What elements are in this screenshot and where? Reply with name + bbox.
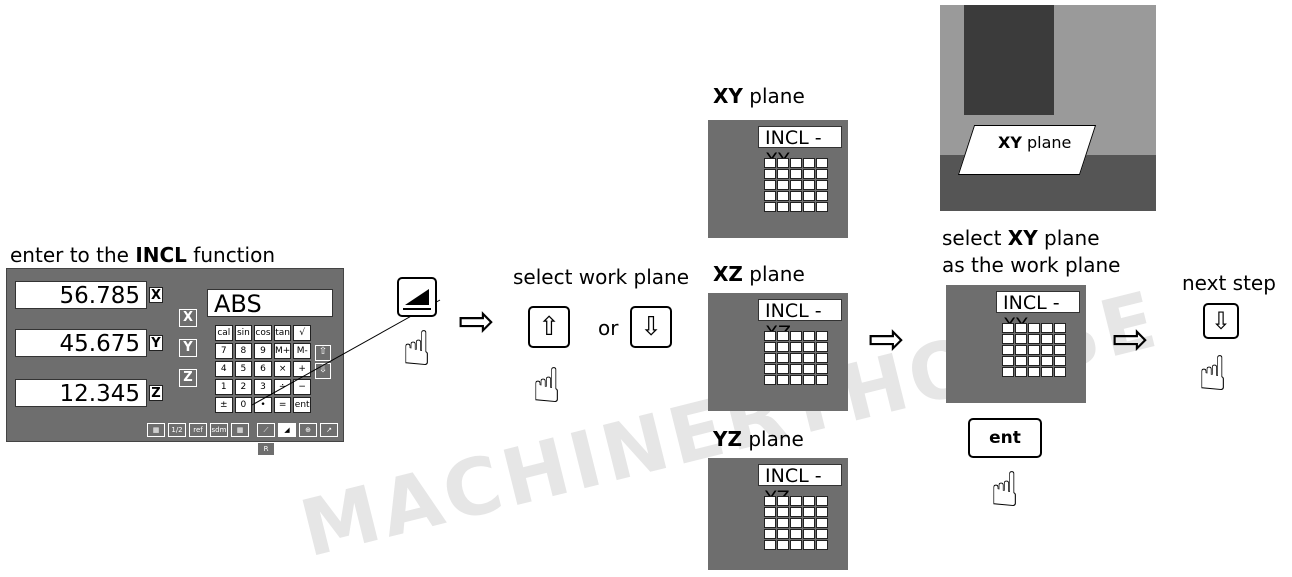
key[interactable]: cal (215, 325, 233, 341)
hand-pointer-icon: ☝ (990, 462, 1020, 518)
plane-xy-panel: INCL -XY (708, 120, 848, 238)
grid-icon[interactable]: ▦ (147, 423, 165, 437)
sdm-button[interactable]: sdm (210, 423, 228, 437)
step3-label-line1: select XY plane (942, 226, 1100, 250)
plane-yz-panel: INCL -YZ (708, 458, 848, 570)
dro-panel: 56.785 45.675 12.345 X Y Z X Y Z ABS cal… (6, 268, 344, 456)
grid-icon[interactable]: ▦ (231, 423, 249, 437)
step2-label: select work plane (513, 265, 690, 289)
up-arrow-key[interactable]: ⇧ (528, 306, 570, 348)
z-readout: 12.345 (15, 379, 147, 407)
y-axis-label: Y (149, 335, 163, 351)
arrow-up-icon: ⇧ (538, 312, 560, 342)
key[interactable]: M- (293, 343, 311, 359)
half-button[interactable]: 1/2 (168, 423, 186, 437)
incl-key[interactable] (397, 277, 437, 317)
hand-pointer-icon: ☝ (532, 358, 562, 414)
r-button[interactable]: R (257, 442, 275, 456)
spindle-head (964, 5, 1054, 115)
mini-keypad (1002, 323, 1066, 377)
key[interactable]: 8 (234, 343, 253, 359)
down-arrow-key[interactable]: ⇩ (1203, 303, 1239, 339)
ref-button[interactable]: ref (189, 423, 207, 437)
incl-icon (403, 289, 431, 310)
key[interactable]: √ (293, 325, 311, 341)
right-arrow-icon: ⇨ (868, 314, 905, 365)
x-axis-label: X (149, 287, 163, 303)
photo-label: XY plane (998, 133, 1072, 152)
mode-display: ABS (207, 289, 333, 318)
plane-xy-label: XY plane (713, 84, 805, 108)
key[interactable]: tan (273, 325, 292, 341)
function-row-2: ⟋◢⊕↗ R (257, 423, 343, 461)
pointer-line (251, 299, 441, 406)
key[interactable]: sin (234, 325, 253, 341)
key[interactable]: 6 (254, 361, 272, 377)
key[interactable]: 5 (234, 361, 253, 377)
line-icon[interactable]: ⟋ (257, 423, 275, 437)
y-readout: 45.675 (15, 329, 147, 357)
key[interactable]: 7 (215, 343, 233, 359)
key[interactable]: 3 (254, 379, 272, 395)
arrow-up-icon[interactable]: ⇧ (315, 345, 331, 361)
ent-key[interactable]: ent (968, 418, 1042, 458)
z-axis-label: Z (149, 385, 163, 401)
arrow-icon[interactable]: ↗ (320, 423, 338, 437)
machine-photo: XY plane (940, 5, 1156, 211)
step3-display: INCL -XY (996, 291, 1080, 336)
arrow-down-icon[interactable]: ⇩ (315, 363, 331, 379)
step3-panel: INCL -XY (946, 285, 1086, 403)
z-zero-button[interactable]: Z (179, 369, 197, 387)
plane-xz-label: XZ plane (713, 262, 805, 286)
key[interactable]: 9 (254, 343, 272, 359)
step3-label-line2: as the work plane (942, 253, 1121, 277)
key[interactable]: − (293, 379, 311, 395)
arrow-down-icon: ⇩ (1210, 307, 1232, 335)
key[interactable]: 2 (234, 379, 253, 395)
key[interactable]: 4 (215, 361, 233, 377)
x-readout: 56.785 (15, 281, 147, 309)
mini-keypad (764, 496, 828, 550)
key[interactable]: cos (254, 325, 272, 341)
circle-icon[interactable]: ⊕ (299, 423, 317, 437)
right-arrow-icon: ⇨ (458, 296, 495, 347)
plane-xz-panel: INCL -XZ (708, 293, 848, 411)
key[interactable]: ÷ (273, 379, 292, 395)
plane-yz-display: INCL -YZ (758, 464, 842, 509)
key[interactable]: ent (293, 397, 311, 413)
key[interactable]: ± (215, 397, 233, 413)
right-arrow-icon: ⇨ (1112, 314, 1149, 365)
step1-label: enter to the INCL function (10, 243, 275, 267)
mini-keypad (764, 158, 828, 212)
down-arrow-key[interactable]: ⇩ (630, 306, 672, 348)
key[interactable]: = (273, 397, 292, 413)
step4-label: next step (1182, 271, 1276, 295)
plane-yz-label: YZ plane (713, 427, 804, 451)
hand-pointer-icon: ☝ (402, 321, 432, 377)
arrow-down-icon: ⇩ (640, 312, 662, 342)
or-label: or (598, 316, 619, 340)
key[interactable]: M+ (273, 343, 292, 359)
incl-icon[interactable]: ◢ (278, 423, 296, 437)
key[interactable]: 1 (215, 379, 233, 395)
y-zero-button[interactable]: Y (179, 339, 197, 357)
key[interactable]: 0 (234, 397, 253, 413)
mini-keypad (764, 331, 828, 385)
x-zero-button[interactable]: X (179, 309, 197, 327)
hand-pointer-icon: ☝ (1198, 346, 1228, 402)
plane-xz-display: INCL -XZ (758, 299, 842, 344)
plane-xy-display: INCL -XY (758, 126, 842, 171)
key[interactable]: × (273, 361, 292, 377)
